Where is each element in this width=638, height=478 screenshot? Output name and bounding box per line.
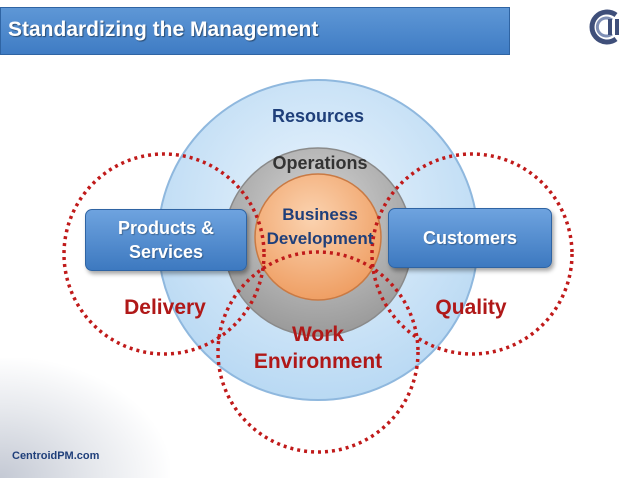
- products-services-label: Products & Services: [117, 218, 214, 262]
- quality-dashed-circle: [370, 152, 574, 356]
- title-bar: Standardizing the Management: [0, 7, 510, 55]
- footer-website: CentroidPM.com: [12, 450, 100, 462]
- delivery-label: Delivery: [124, 296, 206, 319]
- resources-label: Resources: [271, 106, 365, 126]
- work-environment-label: Work Environment: [253, 323, 383, 373]
- business-development-label: Business Development: [266, 205, 374, 248]
- operations-label: Operations: [272, 153, 368, 173]
- centroid-logo-icon: [589, 9, 619, 45]
- slide-title: Standardizing the Management: [8, 18, 319, 41]
- business-development-core: [254, 173, 382, 301]
- corner-shading: [0, 358, 170, 478]
- work-environment-dashed-circle: [216, 250, 420, 454]
- quality-label: Quality: [435, 296, 507, 319]
- customers-box: Customers: [388, 208, 552, 268]
- products-services-box: Products & Services: [85, 209, 247, 271]
- delivery-dashed-circle: [62, 152, 266, 356]
- customers-label: Customers: [422, 228, 518, 248]
